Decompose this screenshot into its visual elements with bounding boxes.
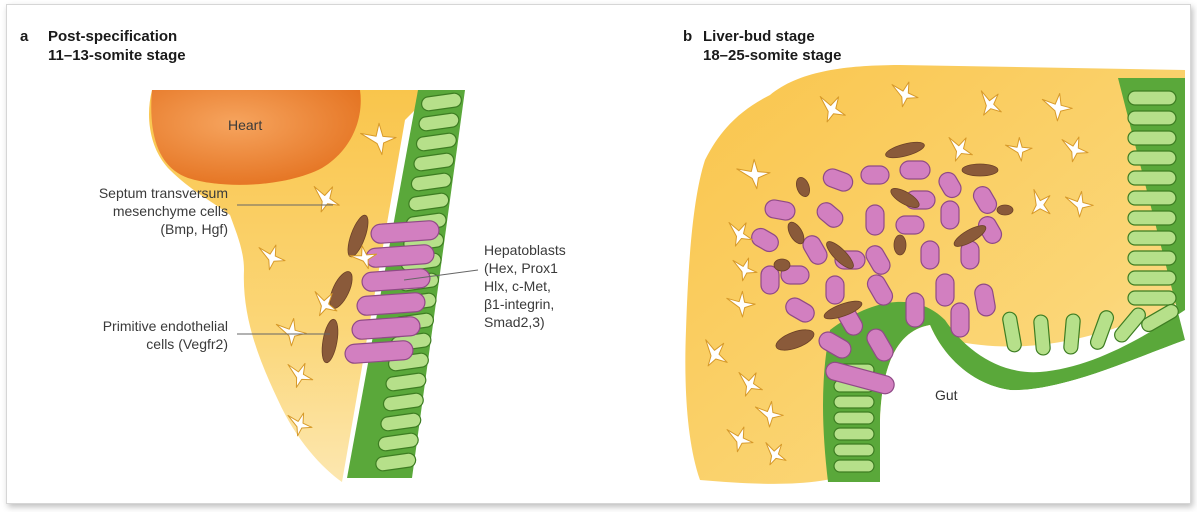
hepatoblast-cell [861,166,889,184]
hepatoblast-cell [344,340,413,364]
epithelial-cell [1128,211,1176,225]
epithelial-cell [1128,151,1176,165]
hepatoblast-cell [941,201,959,229]
hepatoblast-cell [356,292,425,316]
epithelial-cell [1063,313,1080,354]
panel-b-letter: b [683,28,692,45]
panel-a-subtitle: 11–13-somite stage [48,47,186,64]
septum-label-line1: Septum transversum [99,185,228,201]
hepatoblast-cell [866,205,884,235]
panel-b-title: Liver-bud stage [703,28,815,45]
hepatoblast-label-line1: Hepatoblasts [484,242,566,258]
hepatoblast-cell [361,268,430,292]
epithelial-cell [1128,291,1176,305]
hepatoblast-label-line3: Hlx, c-Met, [484,278,551,294]
hepatoblast-cell [351,316,420,340]
hepatoblast-cell [900,161,930,179]
hepatoblast-cell [906,293,924,327]
epithelial-cell [1128,111,1176,125]
epithelial-cell [834,460,874,472]
epithelial-cell [834,412,874,424]
hepatoblast-cell [365,244,434,268]
epithelial-cell [1128,91,1176,105]
epithelial-cell [1128,191,1176,205]
heart-label: Heart [228,117,262,133]
endothelial-cell [894,235,906,255]
hepatoblast-cell [951,303,969,337]
hepatoblast-cell [761,266,779,294]
hepatoblast-cell [921,241,939,269]
panel-b-subtitle: 18–25-somite stage [703,47,841,64]
endothelial-label-line1: Primitive endothelial [103,318,228,334]
panel-b: b Liver-bud stage 18–25-somite stage Gut [683,28,1185,484]
epithelial-cell [834,444,874,456]
hepatoblast-cell [896,216,924,234]
panel-a-title: Post-specification [48,28,177,45]
hepatoblast-label-line2: (Hex, Prox1 [484,260,558,276]
hepatoblast-cell [936,274,954,306]
epithelial-cell [834,396,874,408]
epithelial-cell [1128,271,1176,285]
epithelial-cell [1128,231,1176,245]
epithelial-cell [1128,251,1176,265]
endothelial-cell [997,205,1013,215]
endothelial-label-line2: cells (Vegfr2) [146,336,228,352]
gut-label: Gut [935,387,958,403]
epithelial-cell [1128,171,1176,185]
septum-label-line3: (Bmp, Hgf) [160,221,228,237]
panel-a-letter: a [20,28,29,45]
hepatoblast-cell [826,276,844,304]
hepatoblast-cell [370,220,439,244]
hepatoblast-label-line5: Smad2,3) [484,314,545,330]
panel-a: a Post-specification 11–13-somite stage … [20,28,566,482]
epithelial-cell [1033,314,1050,355]
septum-label-line2: mesenchyme cells [113,203,228,219]
epithelial-cell [834,428,874,440]
epithelial-cell [1128,131,1176,145]
hepatoblast-label-line4: β1-integrin, [484,296,554,312]
endothelial-cell [962,164,998,176]
endothelial-cell [774,259,790,271]
